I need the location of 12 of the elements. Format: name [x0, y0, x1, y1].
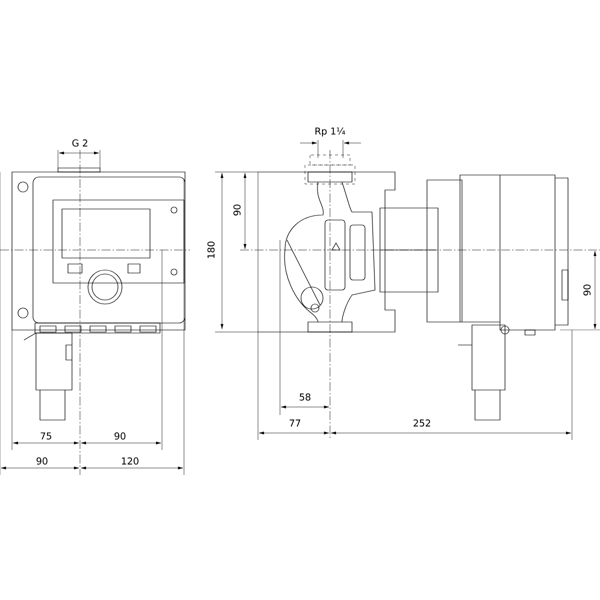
dimension-label: 252: [414, 419, 430, 427]
dimension-label: 180: [207, 242, 215, 258]
dimension-label: Rp 1¼: [315, 127, 346, 137]
dimension-label: 120: [122, 457, 138, 465]
dimension-label: 58: [300, 393, 310, 401]
dimension-label: 90: [114, 432, 126, 440]
dimension-label: 90: [583, 284, 591, 296]
dimension-label: 77: [290, 420, 300, 426]
dimension-label: G 2: [72, 139, 88, 147]
dimension-label: 90: [36, 457, 48, 465]
dimension-label: 75: [40, 432, 52, 440]
dimension-label: 90: [233, 204, 241, 216]
